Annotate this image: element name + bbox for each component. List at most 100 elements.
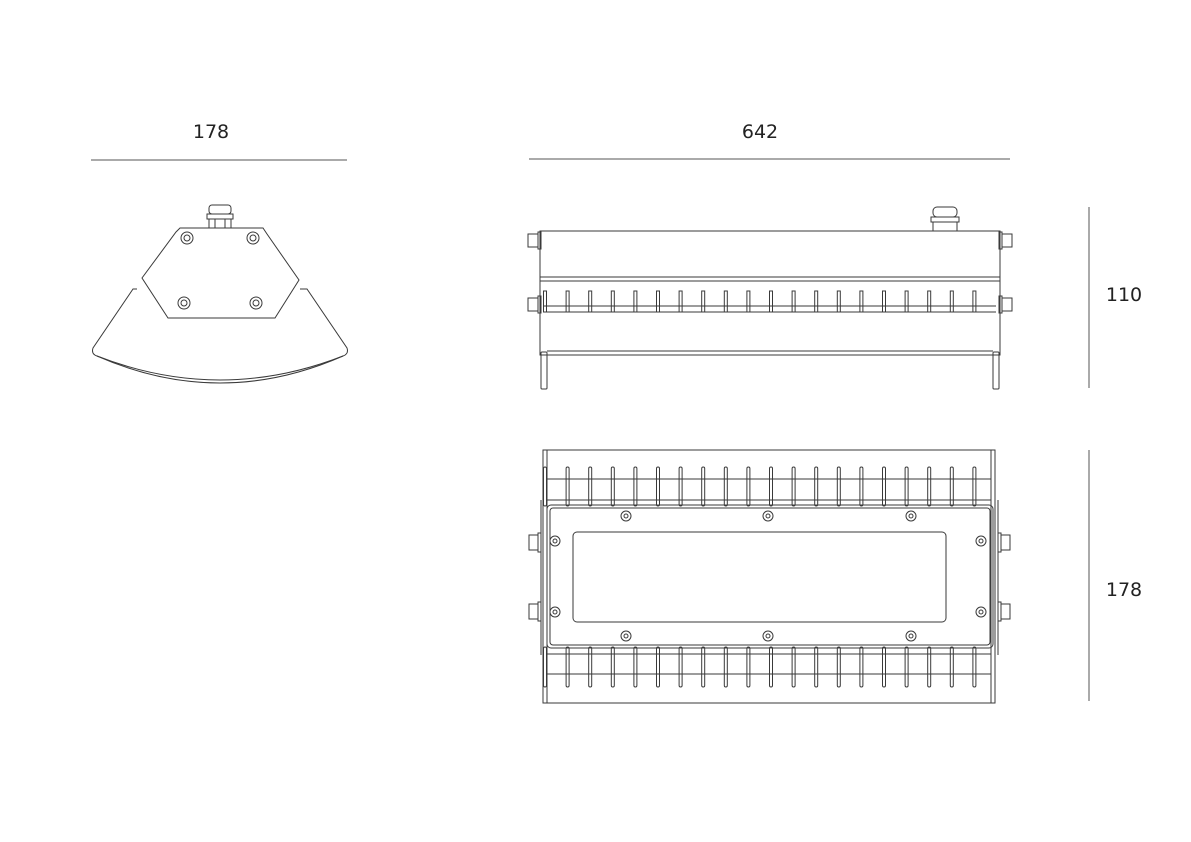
- fin: [791, 290, 796, 313]
- fin: [904, 466, 909, 507]
- fin: [791, 466, 796, 507]
- screw-icon: [623, 513, 629, 519]
- fin: [701, 290, 706, 313]
- fin: [949, 466, 954, 507]
- screw-icon: [908, 513, 914, 519]
- fin: [972, 290, 977, 313]
- fin: [610, 646, 615, 688]
- fin: [678, 290, 683, 313]
- screw-icon: [908, 633, 914, 639]
- side-lug-icons: [528, 500, 1011, 655]
- screw-icon: [765, 513, 771, 519]
- mounting-plate: [141, 227, 300, 319]
- dim-label-bottom-depth: 178: [1106, 579, 1142, 601]
- fin: [859, 646, 864, 688]
- fin: [746, 290, 751, 313]
- screw-icon: [552, 538, 558, 544]
- fin: [949, 646, 954, 688]
- screw-icon: [762, 630, 774, 642]
- fin: [972, 466, 977, 507]
- fin: [656, 466, 660, 507]
- fin: [904, 646, 909, 688]
- lens-window: [572, 531, 947, 623]
- screw-icon: [549, 606, 561, 618]
- fin: [859, 290, 864, 313]
- fin: [927, 466, 932, 507]
- front-view: [527, 206, 1013, 390]
- screw-icon: [620, 630, 632, 642]
- fin: [814, 290, 819, 313]
- fin: [701, 466, 706, 507]
- screw-icon: [905, 510, 917, 522]
- fin: [723, 290, 728, 313]
- screw-icon: [552, 609, 558, 615]
- fin: [565, 466, 570, 507]
- fin: [949, 290, 954, 313]
- screw-icon: [905, 630, 917, 642]
- cable-gland-icon: [206, 204, 234, 229]
- fin: [543, 290, 547, 313]
- fin: [588, 646, 593, 688]
- fin: [882, 466, 886, 507]
- fin: [543, 466, 547, 507]
- fin: [723, 646, 728, 688]
- fin: [656, 290, 660, 313]
- fin: [588, 290, 593, 313]
- fin: [610, 290, 615, 313]
- side-view: [92, 204, 348, 384]
- dim-label-front-length: 642: [742, 121, 778, 143]
- screw-icon: [975, 535, 987, 547]
- fin: [543, 646, 547, 688]
- fin: [746, 646, 751, 688]
- fin: [633, 290, 638, 313]
- screw-icon: [623, 633, 629, 639]
- fin: [927, 646, 932, 688]
- fin: [769, 466, 773, 507]
- fin: [882, 290, 886, 313]
- screw-icons: [177, 231, 263, 310]
- fin: [588, 466, 593, 507]
- leg-right: [992, 351, 1000, 390]
- screw-icon: [762, 510, 774, 522]
- fin: [972, 646, 977, 688]
- fin: [814, 646, 819, 688]
- fin: [836, 646, 841, 688]
- fin: [836, 466, 841, 507]
- housing-bottom: [542, 449, 996, 704]
- fin: [882, 646, 886, 688]
- fin: [565, 646, 570, 688]
- fin: [769, 290, 773, 313]
- heat-sink-fins: [543, 290, 977, 313]
- screw-icon: [978, 538, 984, 544]
- fin: [836, 290, 841, 313]
- screw-icons: [549, 510, 987, 642]
- fin: [633, 466, 638, 507]
- fin: [610, 466, 615, 507]
- fin: [656, 646, 660, 688]
- fin: [746, 466, 751, 507]
- fin: [769, 646, 773, 688]
- cable-gland-icon: [930, 206, 960, 232]
- screw-icon: [975, 606, 987, 618]
- reflector-outline: [92, 288, 348, 384]
- leg-left: [540, 351, 548, 390]
- fin: [791, 646, 796, 688]
- screw-icon: [978, 609, 984, 615]
- fin: [678, 646, 683, 688]
- housing: [539, 230, 1001, 356]
- fin: [814, 466, 819, 507]
- dim-label-front-height: 110: [1106, 284, 1142, 306]
- fin: [859, 466, 864, 507]
- screw-icon: [620, 510, 632, 522]
- bottom-view: [528, 449, 1011, 704]
- fin: [904, 290, 909, 313]
- front-frame: [546, 504, 994, 649]
- reflector-lip: [96, 355, 344, 381]
- fin: [678, 466, 683, 507]
- fin: [701, 646, 706, 688]
- fin: [927, 290, 932, 313]
- dim-label-side-width: 178: [193, 121, 229, 143]
- fin: [723, 466, 728, 507]
- screw-icon: [765, 633, 771, 639]
